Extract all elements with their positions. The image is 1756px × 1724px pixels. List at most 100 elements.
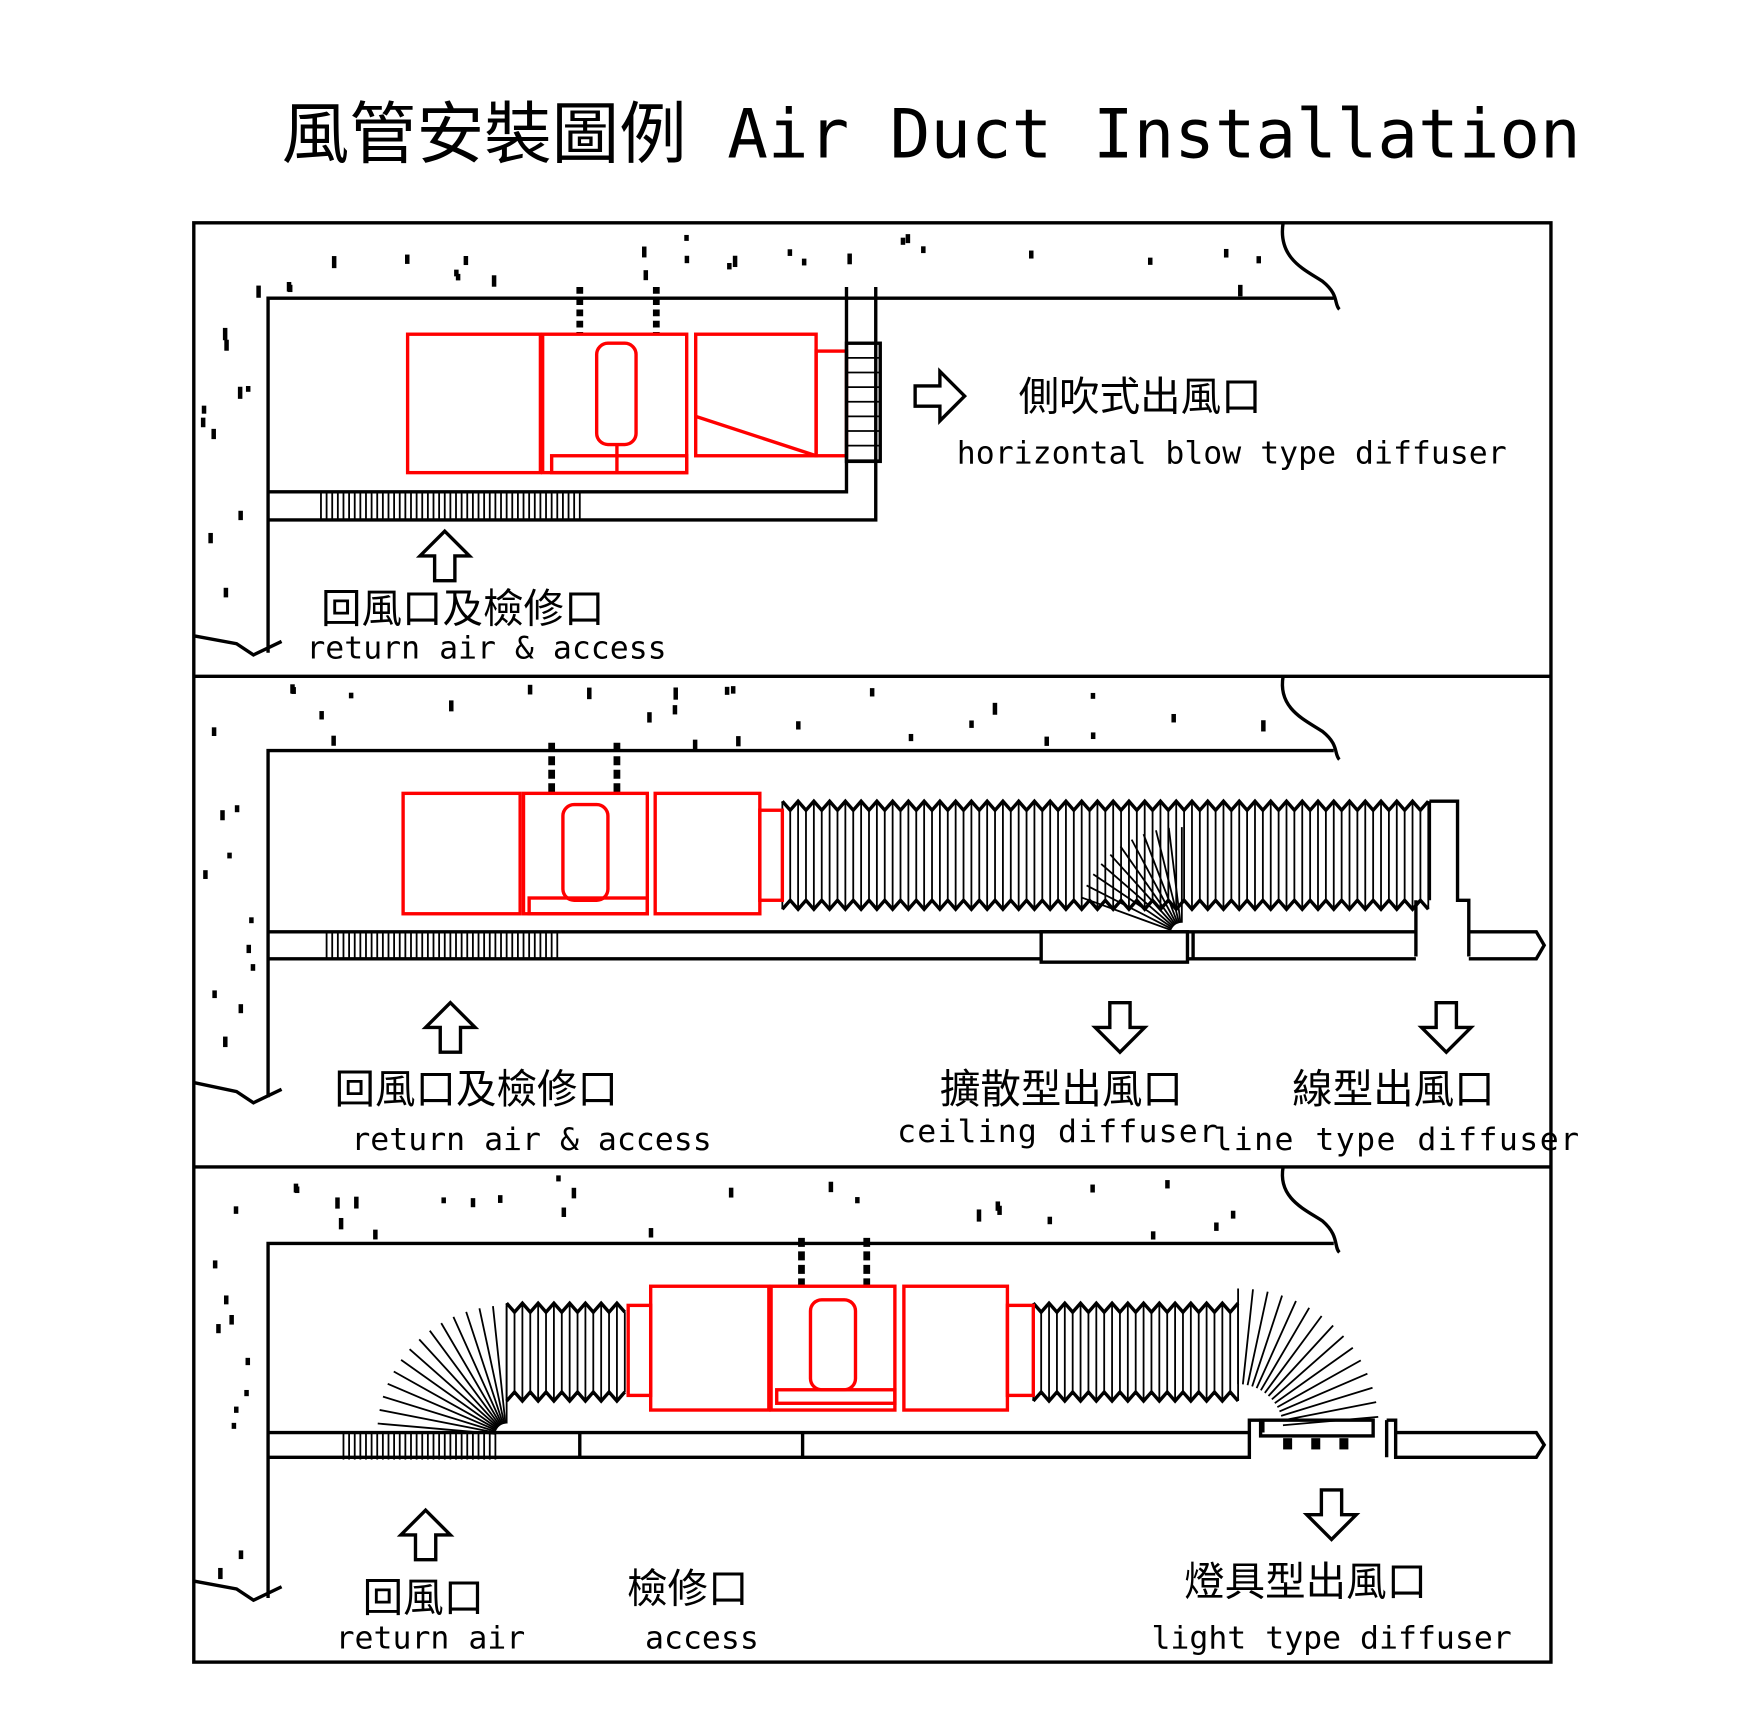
- concrete-speck: [724, 686, 730, 695]
- concrete-speck: [673, 687, 678, 700]
- concrete-speck: [796, 721, 801, 730]
- concrete-speck: [730, 686, 736, 694]
- concrete-speck: [238, 510, 243, 521]
- return-grille: [320, 491, 581, 520]
- concrete-speck: [869, 688, 875, 697]
- concrete-speck: [223, 1295, 229, 1305]
- duct-rib: [1241, 1289, 1254, 1385]
- label-en: horizontal blow type diffuser: [957, 436, 1507, 472]
- duct-rib: [452, 1316, 503, 1425]
- concrete-speck: [1223, 248, 1229, 258]
- concrete-speck: [237, 386, 243, 399]
- label-en: return air & access: [351, 1122, 711, 1158]
- concrete-speck: [441, 1197, 446, 1204]
- concrete-speck: [561, 1207, 567, 1217]
- label-cn: 燈具型出風口: [1184, 1558, 1427, 1606]
- concrete-speck: [647, 712, 652, 723]
- concrete-speck: [1029, 250, 1034, 259]
- concrete-speck: [684, 255, 690, 264]
- duct-rib: [440, 1322, 502, 1426]
- duct-rib: [1271, 1335, 1345, 1401]
- concrete-speck: [231, 1422, 237, 1429]
- duct-rib: [1155, 830, 1180, 924]
- label-en: line type diffuser: [1213, 1122, 1579, 1158]
- label-en: access: [645, 1621, 759, 1657]
- duct-rib: [418, 1338, 500, 1428]
- concrete-speck: [692, 739, 698, 752]
- arrow-up-icon: [396, 1507, 455, 1562]
- ceiling-diffuser: [1039, 930, 1190, 964]
- concrete-speck: [250, 964, 256, 971]
- duct-rib: [1274, 1347, 1354, 1404]
- concrete-speck: [291, 687, 296, 694]
- fan-coil-unit: [626, 1284, 1035, 1412]
- arrow-down-icon: [1302, 1488, 1361, 1542]
- duct-rib: [478, 1308, 506, 1424]
- concrete-speck: [672, 705, 678, 715]
- concrete-speck: [1147, 257, 1153, 265]
- duct-rib: [1130, 839, 1178, 925]
- concrete-speck: [229, 1314, 234, 1325]
- concrete-speck: [908, 733, 914, 742]
- concrete-speck: [1238, 284, 1243, 297]
- ceiling-line: [268, 930, 1547, 961]
- break-line: [193, 634, 283, 657]
- duct-rib: [429, 1330, 501, 1427]
- concrete-speck: [373, 1229, 378, 1240]
- concrete-speck: [1261, 720, 1266, 732]
- concrete-speck: [587, 687, 592, 700]
- concrete-speck: [905, 234, 911, 244]
- concrete-speck: [348, 692, 354, 699]
- concrete-speck: [256, 285, 261, 298]
- duct-rib: [1092, 873, 1174, 929]
- concrete-speck: [354, 1196, 359, 1209]
- concrete-speck: [454, 269, 459, 277]
- duct-rib: [1280, 1386, 1373, 1417]
- concrete-speck: [828, 1181, 834, 1193]
- concrete-speck: [294, 1186, 300, 1194]
- slab-outline: [266, 748, 1334, 1098]
- duct-rib: [1100, 863, 1174, 928]
- concrete-speck: [997, 1205, 1002, 1215]
- break-line: [193, 1579, 283, 1603]
- duct-rib: [1282, 1401, 1377, 1422]
- hanger-rods: [548, 742, 621, 794]
- break-line: [193, 1080, 283, 1105]
- duct-rib: [1260, 1307, 1310, 1391]
- concrete-speck: [728, 1187, 734, 1198]
- ceiling-line: [268, 286, 878, 522]
- slab-outline: [266, 1241, 1334, 1598]
- concrete-speck: [338, 1217, 344, 1230]
- arrow-up-icon: [415, 528, 474, 583]
- duct-rib: [1119, 845, 1177, 926]
- concrete-speck: [405, 254, 410, 264]
- concrete-speck: [855, 1197, 860, 1204]
- panel-horizontal-blow: 側吹式出風口 horizontal blow type diffuser 回風口…: [193, 222, 1507, 666]
- concrete-speck: [787, 249, 793, 256]
- concrete-speck: [201, 405, 207, 414]
- concrete-speck: [992, 702, 998, 715]
- label-cn: 回風口及檢修口: [321, 584, 604, 632]
- concrete-speck: [223, 587, 229, 598]
- concrete-speck: [1150, 1231, 1156, 1240]
- concrete-speck: [234, 805, 240, 813]
- concrete-speck: [331, 735, 336, 746]
- concrete-speck: [223, 1036, 228, 1048]
- fan-coil-unit: [405, 332, 849, 475]
- concrete-speck: [222, 327, 228, 341]
- duct-rib: [1109, 853, 1175, 927]
- light-type-diffuser: [1258, 1418, 1375, 1450]
- concrete-speck: [234, 1406, 239, 1413]
- duct-rib: [1279, 1372, 1368, 1413]
- duct-rib: [492, 1306, 507, 1424]
- duct-rib: [400, 1359, 498, 1430]
- concrete-speck: [900, 237, 906, 245]
- concrete-speck: [224, 339, 229, 351]
- duct-rib: [1081, 896, 1172, 932]
- concrete-speck: [245, 386, 251, 392]
- concrete-speck: [1090, 692, 1096, 699]
- arrow-right-icon: [913, 367, 968, 425]
- concrete-speck: [1171, 713, 1176, 723]
- return-grille: [325, 931, 559, 959]
